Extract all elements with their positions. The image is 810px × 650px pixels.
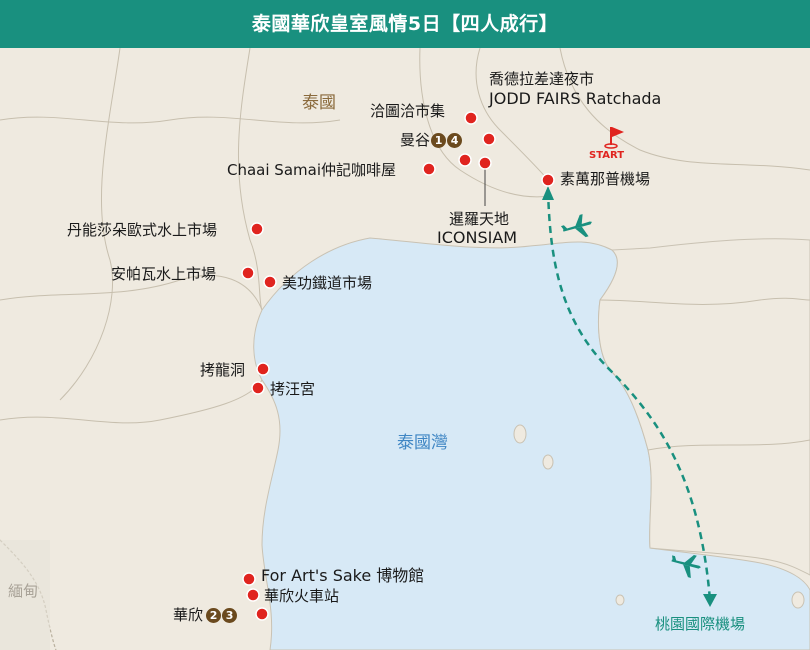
place-label-iconsiam-cn: 暹羅天地 (449, 210, 510, 228)
province-borders (0, 47, 810, 451)
day-badge: 1 (431, 133, 447, 148)
place-label-damnoen: 丹能莎朵歐式水上市場 (67, 221, 218, 239)
place-label-chaai: Chaai Samai仲記咖啡屋 (227, 161, 396, 179)
place-label-maeklong: 美功鐵道市場 (282, 274, 373, 292)
pin-marker-icon (422, 162, 436, 176)
place-label-jodd-cn: 喬德拉差達夜市 (489, 70, 595, 88)
east-coast-land (598, 238, 810, 576)
map-markers (241, 111, 555, 621)
airplane-icon (671, 554, 701, 578)
pin-marker-icon (464, 111, 478, 125)
day-badge: 3 (222, 608, 238, 623)
region-label-gulf: 泰國灣 (397, 433, 448, 453)
start-label: START (589, 150, 625, 161)
place-label-jodd-en: JODD FAIRS Ratchada (489, 89, 662, 108)
place-label-amphawa: 安帕瓦水上市場 (111, 265, 217, 283)
day-badge: 4 (447, 133, 463, 148)
island (615, 594, 625, 606)
island (513, 424, 527, 444)
pin-marker-icon (251, 381, 265, 395)
pin-marker-icon (263, 275, 277, 289)
place-label-airport-tpe: 桃園國際機場 (655, 615, 746, 633)
place-label-chatuchak: 洽圖洽市集 (370, 102, 446, 120)
pin-marker-icon (246, 588, 260, 602)
airplane-icon (560, 214, 592, 238)
start-flag-icon (604, 127, 624, 149)
pin-marker-icon (541, 173, 555, 187)
place-label-hh-station: 華欣火車站 (264, 587, 340, 605)
place-label-for-arts: For Art's Sake 博物館 (261, 566, 425, 585)
pin-marker-icon (478, 156, 492, 170)
myanmar-shade (0, 540, 50, 650)
flight-route-dashed (546, 189, 712, 601)
place-label-airport-bkk: 素萬那普機場 (560, 170, 651, 188)
route-arrow-up (542, 186, 554, 200)
island (791, 591, 805, 609)
route-arrow-down (703, 594, 717, 607)
day-badge: 2 (206, 608, 222, 623)
pin-marker-icon (458, 153, 472, 167)
island (542, 454, 554, 470)
bangkok-name: 曼谷 (400, 131, 431, 149)
place-label-iconsiam-en: ICONSIAM (437, 228, 518, 247)
pin-marker-icon (241, 266, 255, 280)
pin-marker-icon (255, 607, 269, 621)
page-title: 泰國華欣皇室風情5日【四人成行】 (0, 0, 810, 48)
place-label-khao-luang: 拷龍洞 (200, 361, 246, 379)
pin-marker-icon (242, 572, 256, 586)
region-label-myanmar: 緬甸 (8, 582, 39, 600)
region-label-thailand: 泰國 (302, 93, 336, 113)
pin-marker-icon (256, 362, 270, 376)
hua-hin-name: 華欣 (173, 606, 204, 624)
pin-marker-icon (482, 132, 496, 146)
place-label-khao-wang: 拷汪宮 (270, 380, 316, 398)
pin-marker-icon (250, 222, 264, 236)
